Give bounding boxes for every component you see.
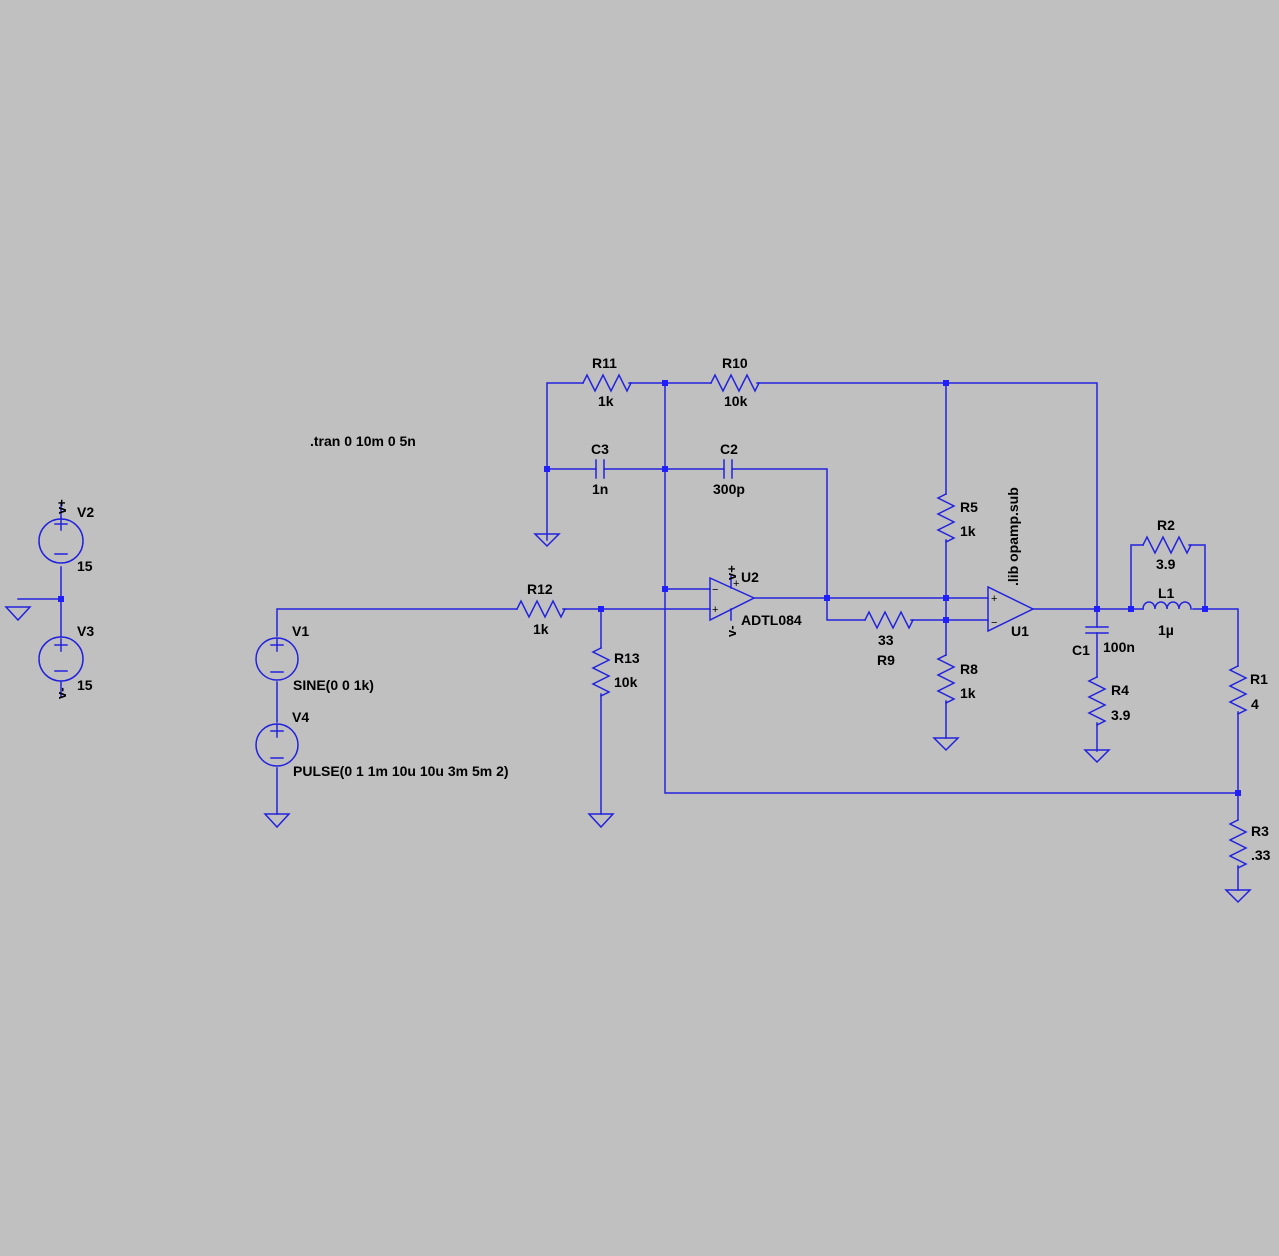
u2-model: ADTL084 bbox=[741, 612, 802, 628]
v3-name: V3 bbox=[77, 623, 94, 639]
capacitor-c1[interactable] bbox=[1085, 626, 1109, 634]
v4-value: PULSE(0 1 1m 10u 10u 3m 5m 2) bbox=[293, 763, 509, 779]
opamp-u2[interactable]: − + + bbox=[709, 575, 756, 622]
resistor-r3[interactable] bbox=[1228, 818, 1248, 870]
v2-name: V2 bbox=[77, 504, 94, 520]
supply-section: V2 15 V3 15 v+ v- bbox=[4, 499, 94, 699]
resistor-r9[interactable] bbox=[863, 610, 915, 630]
r13-name: R13 bbox=[614, 650, 640, 666]
r4-value: 3.9 bbox=[1111, 707, 1131, 723]
resistor-r1[interactable] bbox=[1228, 664, 1248, 716]
ground-symbols bbox=[263, 533, 1252, 904]
resistor-r4[interactable] bbox=[1087, 675, 1107, 727]
r9-name: R9 bbox=[877, 652, 895, 668]
r10-value: 10k bbox=[724, 393, 748, 409]
resistor-r5[interactable] bbox=[936, 492, 956, 544]
voltage-source-v2[interactable] bbox=[38, 517, 84, 564]
vplus-net-label: v+ bbox=[54, 499, 69, 514]
svg-text:+: + bbox=[712, 604, 718, 616]
v4-name: V4 bbox=[292, 709, 309, 725]
c2-value: 300p bbox=[713, 481, 745, 497]
r5-value: 1k bbox=[960, 523, 976, 539]
voltage-source-v4[interactable] bbox=[255, 723, 299, 767]
resistor-r11[interactable] bbox=[581, 373, 633, 393]
r4-name: R4 bbox=[1111, 682, 1129, 698]
resistor-r13[interactable] bbox=[591, 646, 611, 698]
r1-name: R1 bbox=[1250, 671, 1268, 687]
c1-name: C1 bbox=[1072, 642, 1090, 658]
junctions bbox=[544, 380, 1241, 796]
v3-value: 15 bbox=[77, 677, 93, 693]
lib-directive[interactable]: .lib opamp.sub bbox=[1005, 487, 1021, 586]
c1-value: 100n bbox=[1103, 639, 1135, 655]
l1-value: 1µ bbox=[1158, 622, 1174, 638]
r11-value: 1k bbox=[598, 393, 614, 409]
r9-value: 33 bbox=[878, 632, 894, 648]
r1-value: 4 bbox=[1251, 696, 1259, 712]
svg-text:+: + bbox=[991, 593, 997, 605]
r2-name: R2 bbox=[1157, 517, 1175, 533]
resistor-r10[interactable] bbox=[709, 373, 761, 393]
r3-name: R3 bbox=[1251, 823, 1269, 839]
u2-name: U2 bbox=[741, 569, 759, 585]
inductor-l1[interactable] bbox=[1142, 601, 1192, 610]
tran-directive[interactable]: .tran 0 10m 0 5n bbox=[310, 433, 416, 449]
c3-value: 1n bbox=[592, 481, 608, 497]
svg-text:−: − bbox=[712, 584, 718, 596]
r12-name: R12 bbox=[527, 581, 553, 597]
r8-name: R8 bbox=[960, 661, 978, 677]
r11-name: R11 bbox=[592, 355, 617, 371]
v2-value: 15 bbox=[77, 558, 93, 574]
capacitor-c2[interactable] bbox=[723, 459, 733, 479]
resistor-r2[interactable] bbox=[1141, 535, 1193, 555]
opamp-u1[interactable]: + − bbox=[987, 585, 1035, 633]
r2-value: 3.9 bbox=[1156, 556, 1176, 572]
r8-value: 1k bbox=[960, 685, 976, 701]
r5-name: R5 bbox=[960, 499, 978, 515]
voltage-source-v3[interactable] bbox=[38, 636, 84, 682]
svg-text:−: − bbox=[991, 617, 997, 629]
vminus-net-label: v- bbox=[54, 687, 69, 699]
v1-name: V1 bbox=[292, 623, 309, 639]
r13-value: 10k bbox=[614, 674, 638, 690]
capacitor-c3[interactable] bbox=[595, 459, 605, 479]
r12-value: 1k bbox=[533, 621, 549, 637]
u2-vminus-pin: v- bbox=[724, 625, 739, 637]
resistor-r8[interactable] bbox=[936, 653, 956, 705]
wires bbox=[276, 382, 1239, 891]
voltage-source-v1[interactable] bbox=[255, 637, 299, 681]
ground-symbol bbox=[4, 606, 32, 622]
r10-name: R10 bbox=[722, 355, 748, 371]
r3-value: .33 bbox=[1251, 847, 1271, 863]
c3-name: C3 bbox=[591, 441, 609, 457]
u1-name: U1 bbox=[1011, 623, 1029, 639]
u2-vplus-pin: v+ bbox=[724, 565, 739, 580]
c2-name: C2 bbox=[720, 441, 738, 457]
v1-value: SINE(0 0 1k) bbox=[293, 677, 374, 693]
svg-text:+: + bbox=[733, 578, 739, 590]
resistor-r12[interactable] bbox=[515, 599, 567, 619]
l1-name: L1 bbox=[1158, 585, 1175, 601]
